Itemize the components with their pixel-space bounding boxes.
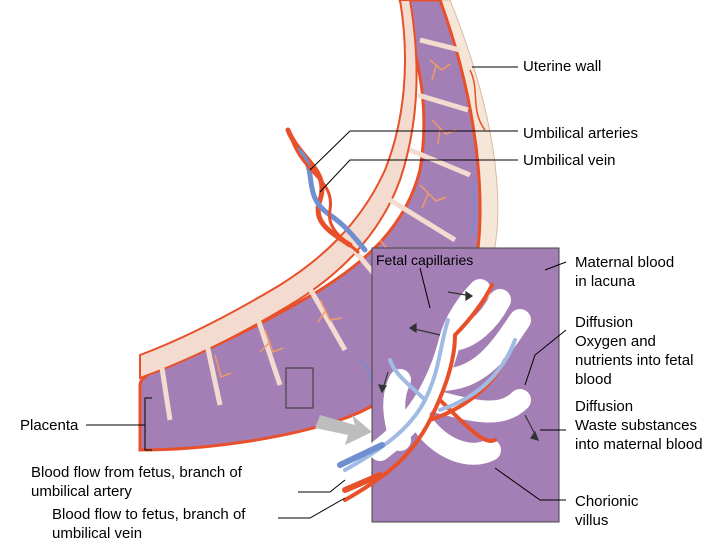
label-diffusion-waste-line-1: Diffusion — [575, 397, 703, 416]
label-blood-to-fetus-line-2: umbilical vein — [52, 524, 245, 543]
label-placenta: Placenta — [20, 416, 78, 435]
label-diffusion-oxygen-line-1: Diffusion — [575, 313, 693, 332]
label-umbilical-arteries: Umbilical arteries — [523, 124, 638, 143]
label-blood-to-fetus-line-1: Blood flow to fetus, branch of — [52, 505, 245, 524]
label-umbilical-vein: Umbilical vein — [523, 151, 616, 170]
label-chorionic-villus-line-1: Chorionic — [575, 492, 638, 511]
label-chorionic-villus-line-2: villus — [575, 511, 638, 530]
label-maternal-blood: Maternal blood in lacuna — [575, 253, 674, 291]
label-maternal-blood-line-2: in lacuna — [575, 272, 674, 291]
label-blood-from-fetus: Blood flow from fetus, branch of umbilic… — [31, 463, 242, 501]
label-maternal-blood-line-1: Maternal blood — [575, 253, 674, 272]
label-diffusion-oxygen-line-3: nutrients into fetal — [575, 351, 693, 370]
label-fetal-capillaries: Fetal capillaries — [376, 251, 473, 270]
label-chorionic-villus: Chorionic villus — [575, 492, 638, 530]
label-diffusion-oxygen-line-4: blood — [575, 370, 693, 389]
label-diffusion-waste: Diffusion Waste substances into maternal… — [575, 397, 703, 454]
label-diffusion-waste-line-2: Waste substances — [575, 416, 703, 435]
label-blood-from-fetus-line-2: umbilical artery — [31, 482, 242, 501]
label-diffusion-oxygen-line-2: Oxygen and — [575, 332, 693, 351]
label-uterine-wall: Uterine wall — [523, 57, 601, 76]
label-diffusion-oxygen: Diffusion Oxygen and nutrients into feta… — [575, 313, 693, 389]
label-diffusion-waste-line-3: into maternal blood — [575, 435, 703, 454]
label-blood-to-fetus: Blood flow to fetus, branch of umbilical… — [52, 505, 245, 543]
label-blood-from-fetus-line-1: Blood flow from fetus, branch of — [31, 463, 242, 482]
umbilical-cord — [288, 130, 365, 252]
